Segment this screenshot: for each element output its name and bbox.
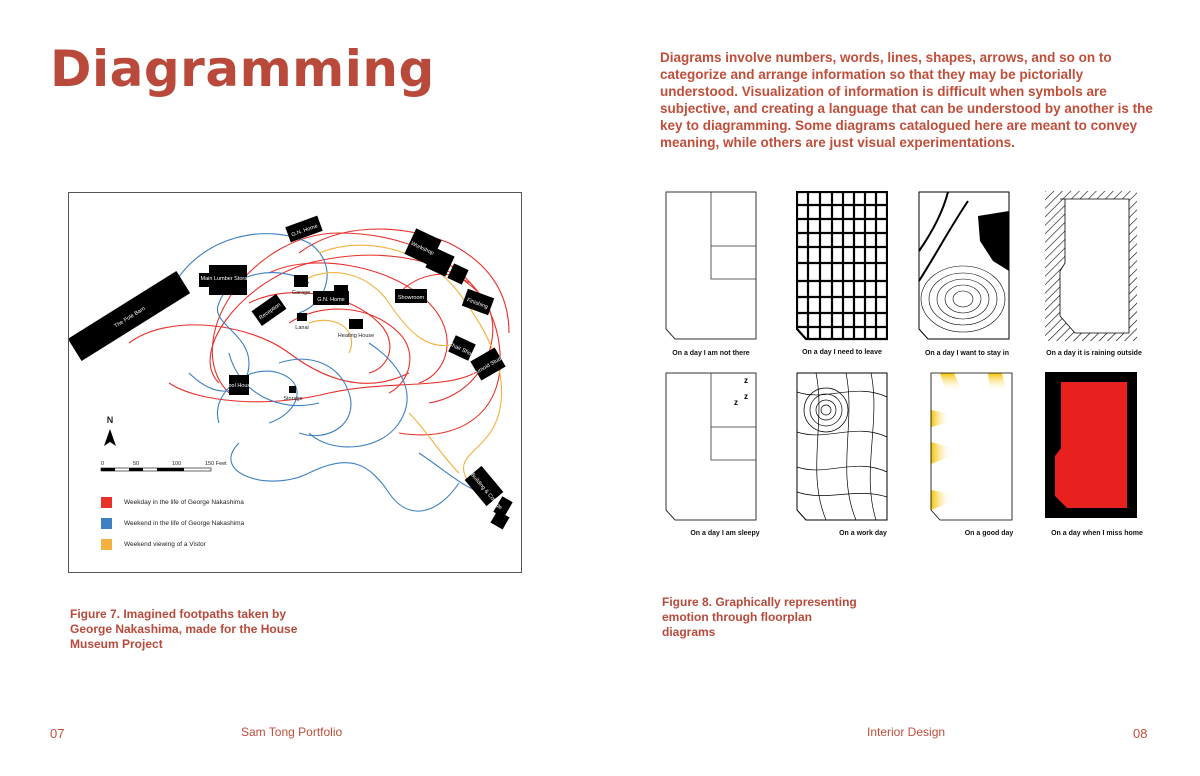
page-number-left: 07: [50, 726, 65, 741]
legend-label: Weekend in the life of George Nakashima: [124, 519, 245, 527]
map-label-garage: Garage: [292, 290, 310, 296]
map-label-heating-house: Heating House: [338, 333, 374, 339]
section-name: Interior Design: [867, 725, 946, 739]
figure-8-caption: Figure 8. Graphically representing emoti…: [662, 595, 857, 639]
page-number-right: 08: [1133, 726, 1148, 741]
legend-item-weekday: Weekday in the life of George Nakashima: [101, 495, 244, 509]
map-label-lumber: Main Lumber Storage: [201, 276, 254, 282]
floorplan-work-day: [796, 372, 888, 522]
map-label-storage: Storage: [283, 396, 302, 402]
svg-text:100: 100: [172, 461, 181, 467]
figure-7-caption: Figure 7. Imagined footpaths taken by Ge…: [70, 607, 298, 651]
map-label-showroom: Showroom: [398, 295, 425, 301]
svg-text:z: z: [744, 376, 748, 385]
legend-label: Weekday in the life of George Nakashima: [124, 498, 244, 506]
map-label-lanai: Lanai: [295, 325, 308, 331]
floorplan-label: On a day I am not there: [672, 350, 750, 357]
floorplan-label: On a work day: [839, 530, 887, 537]
map-drawing: The Pole Barn Main Lumber Storage G.N. H…: [69, 215, 513, 530]
north-arrow-icon: [104, 429, 116, 446]
floorplan-label: On a day when I miss home: [1051, 530, 1143, 537]
map-label-pool-house: Pool House: [225, 383, 253, 389]
floorplan-miss-home: [1045, 372, 1137, 522]
scale-bar: 0 50 100 150 Feet: [100, 461, 227, 472]
legend-swatch-yellow: [101, 538, 112, 550]
floorplan-label: On a day I am sleepy: [690, 530, 760, 537]
floorplan-label: On a good day: [964, 530, 1014, 537]
floorplan-good-day: [930, 372, 1022, 522]
legend-swatch-red: [101, 496, 112, 508]
floorplan-label: On a day I want to stay in: [924, 350, 1010, 357]
svg-text:z: z: [744, 392, 748, 401]
portfolio-name: Sam Tong Portfolio: [241, 725, 343, 739]
legend-item-weekend: Weekend in the life of George Nakashima: [101, 516, 244, 530]
floorplan-label: On a day I need to leave: [802, 349, 882, 356]
svg-text:0: 0: [101, 461, 104, 467]
floorplan-need-to-leave: [796, 191, 888, 341]
footpath-map: The Pole Barn Main Lumber Storage G.N. H…: [68, 192, 522, 573]
floorplan-not-there: [665, 191, 757, 341]
page-title: Diagramming: [50, 40, 435, 98]
north-label: N: [107, 415, 114, 425]
legend-swatch-blue: [101, 517, 112, 529]
intro-paragraph: Diagrams involve numbers, words, lines, …: [660, 50, 1153, 150]
floorplan-raining: [1045, 191, 1137, 341]
svg-text:z: z: [734, 398, 738, 407]
floorplan-sleepy: z z z z: [665, 372, 757, 522]
floorplan-label: On a day it is raining outside: [1046, 350, 1142, 357]
legend-label: Weekend viewing of a Vistor: [124, 540, 206, 548]
map-label-gn-home-2: G.N. Home: [317, 297, 345, 303]
svg-text:150 Feet: 150 Feet: [205, 461, 227, 467]
legend-item-visitor: Weekend viewing of a Vistor: [101, 537, 206, 551]
floorplan-stay-in: [918, 191, 1010, 341]
svg-text:50: 50: [133, 461, 139, 467]
